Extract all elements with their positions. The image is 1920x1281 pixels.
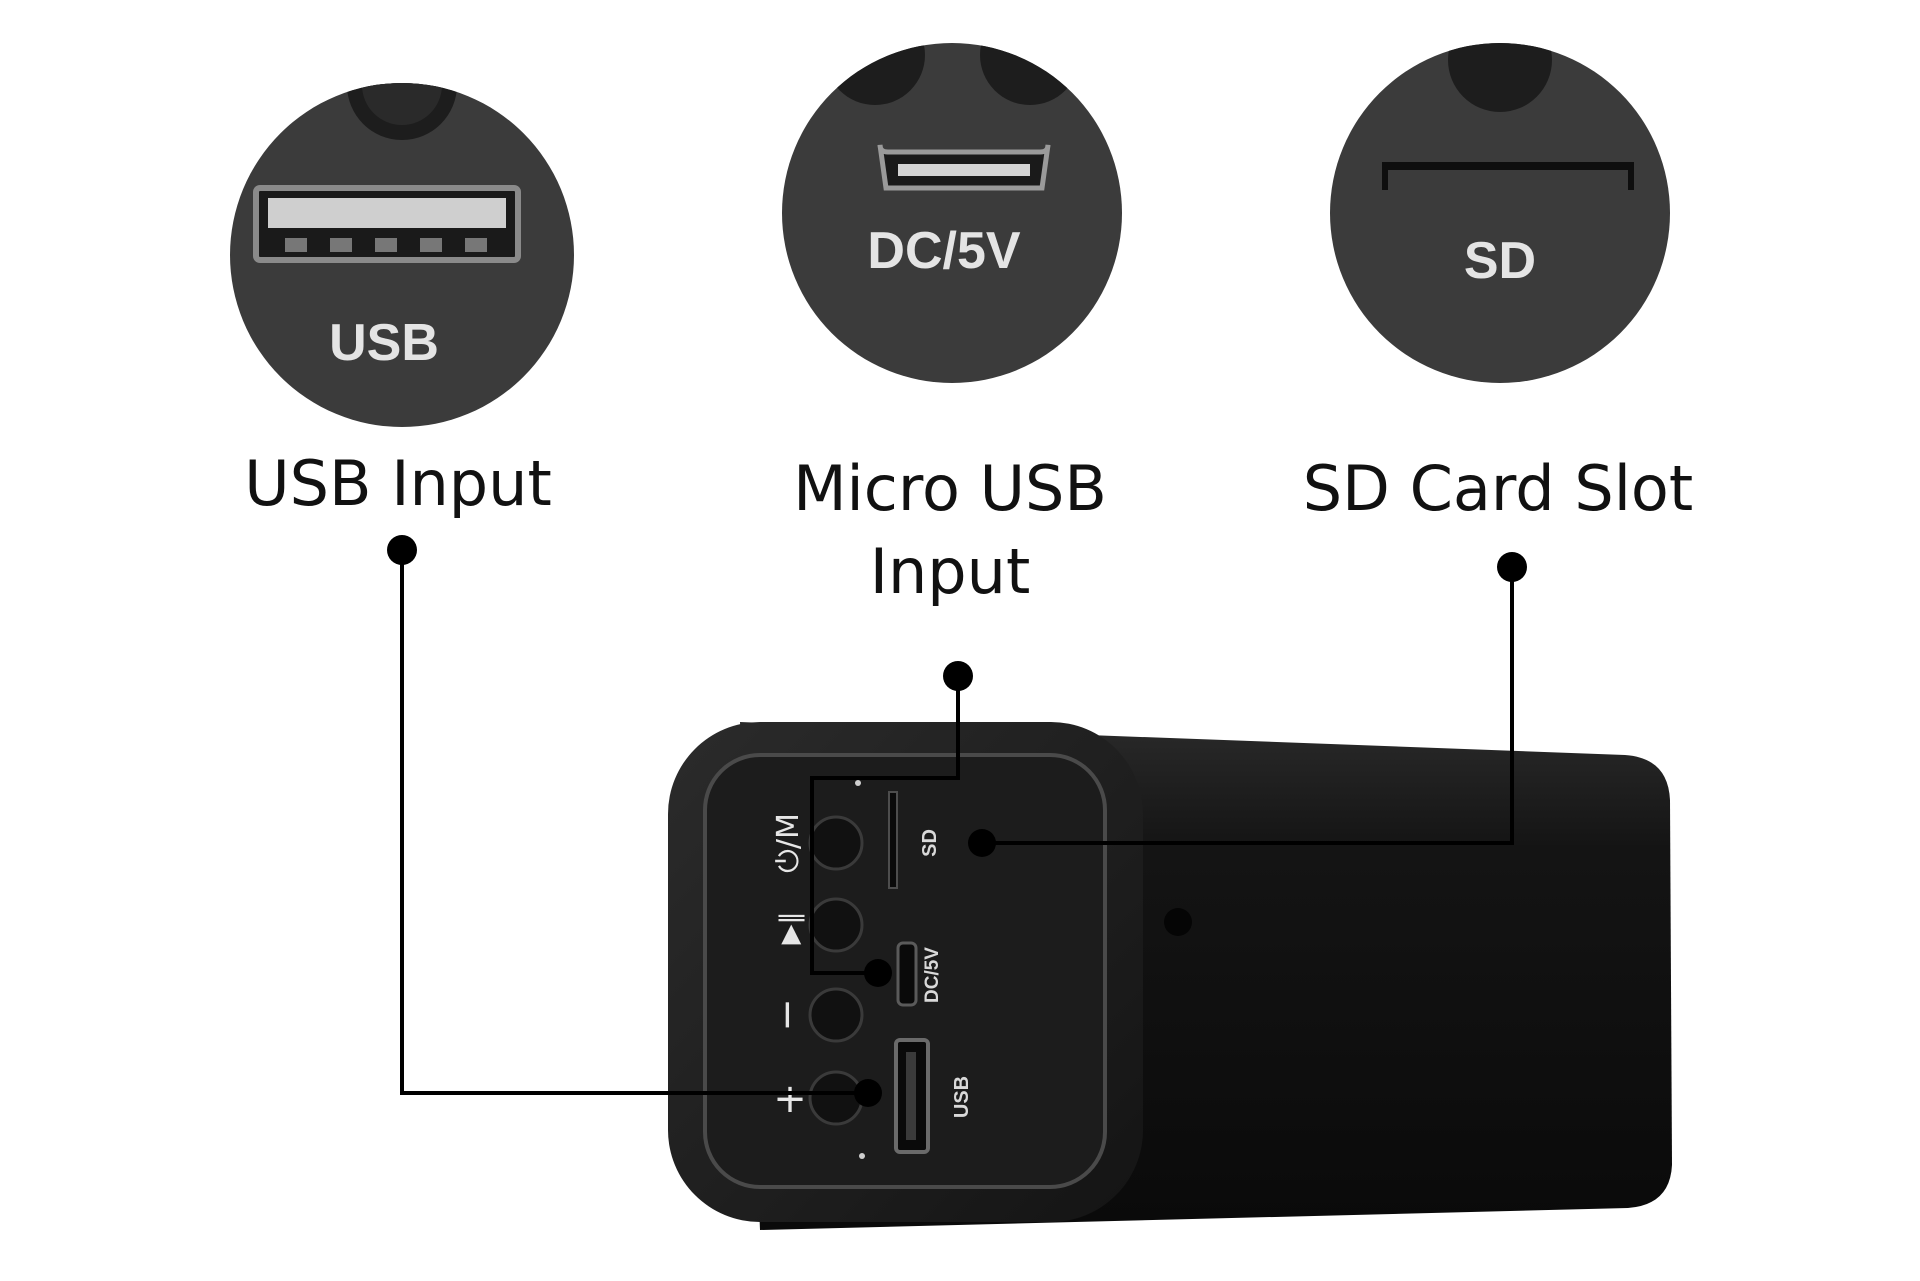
micro-usb-port-icon xyxy=(877,144,1051,191)
sd-port-label: SD xyxy=(919,829,941,857)
plus-icon: + xyxy=(773,1076,807,1122)
usb-port-label: USB xyxy=(951,1076,973,1118)
micro-usb-port[interactable] xyxy=(896,941,918,1007)
sd-zoom-badge: SD xyxy=(1330,43,1670,383)
usb-zoom-badge: USB xyxy=(230,83,574,427)
micro-usb-label-line1: Micro USB xyxy=(793,452,1107,525)
sd-card-slot-label: SD Card Slot xyxy=(1303,452,1693,525)
sd-card-slot[interactable] xyxy=(888,791,898,889)
micro-usb-callout-dot xyxy=(943,661,973,691)
volume-down-button[interactable] xyxy=(808,987,864,1043)
sd-card-target-dot xyxy=(968,829,996,857)
volume-up-button[interactable] xyxy=(808,1070,864,1126)
dc-port-label: DC/5V xyxy=(922,947,943,1003)
minus-icon: − xyxy=(764,998,810,1032)
usb-input-target-dot xyxy=(854,1079,882,1107)
power-mode-icon: ⏻/M xyxy=(771,813,806,873)
micro-usb-label-line2: Input xyxy=(870,535,1031,608)
dc-badge-label: DC/5V xyxy=(867,222,1020,280)
sd-badge-label: SD xyxy=(1464,232,1536,290)
leader-lines xyxy=(387,535,1527,1107)
usb-badge-label: USB xyxy=(329,314,439,372)
power-mode-button[interactable] xyxy=(808,815,864,871)
sd-card-callout-dot xyxy=(1497,552,1527,582)
play-pause-button[interactable] xyxy=(808,897,864,953)
dc-zoom-badge: DC/5V xyxy=(782,43,1122,383)
play-pause-icon: ▶‖ xyxy=(775,912,805,945)
speaker-device: ⏻/M ▶‖ − + SD DC/5V USB xyxy=(668,722,1672,1230)
micro-usb-target-dot xyxy=(864,959,892,987)
sd-slot-icon xyxy=(1382,162,1634,190)
usb-input-label: USB Input xyxy=(244,447,552,520)
usb-input-callout-dot xyxy=(387,535,417,565)
usb-a-port-icon xyxy=(253,185,521,263)
